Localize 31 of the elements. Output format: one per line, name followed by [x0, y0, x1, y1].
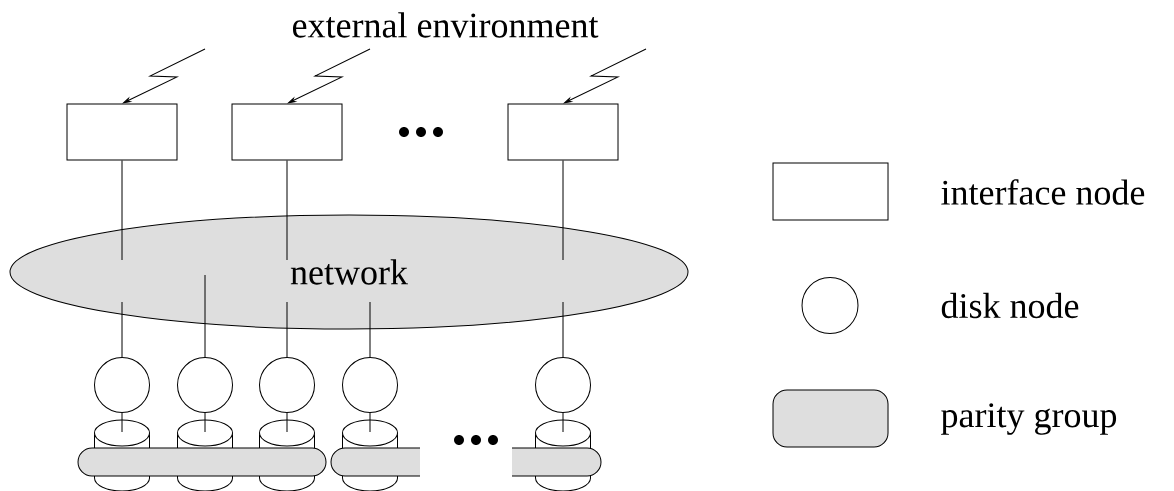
disk-circle [342, 357, 398, 413]
parity-bar [511, 447, 602, 477]
connector-line [369, 301, 371, 358]
disk-circle [177, 357, 233, 413]
parity-bar [77, 447, 327, 477]
connector-line [562, 301, 564, 358]
connector-line [369, 412, 371, 433]
interface-box [66, 103, 178, 161]
legend-entry: interface node [772, 162, 1145, 221]
connector-line [562, 412, 564, 433]
connector-line [204, 274, 206, 358]
legend-entry: parity group [772, 389, 1117, 448]
label-text: external environment [293, 12, 599, 38]
connector-line [562, 160, 564, 261]
connector-line [121, 301, 123, 358]
connector-line [286, 160, 288, 261]
legend-entry: disk node [801, 277, 1079, 334]
lightning-arrow [564, 48, 647, 104]
lightning-arrow [288, 48, 371, 104]
connector-line [121, 160, 123, 261]
interface-box [507, 103, 619, 161]
connector-line [286, 412, 288, 433]
connector-line [286, 301, 288, 358]
parity-bar [330, 447, 421, 477]
disk-circle [535, 357, 591, 413]
disk-circle [259, 357, 315, 413]
disk-circle [94, 357, 150, 413]
connector-line [204, 412, 206, 433]
connector-line [121, 412, 123, 433]
lightning-arrow [123, 48, 206, 104]
interface-box [231, 103, 343, 161]
